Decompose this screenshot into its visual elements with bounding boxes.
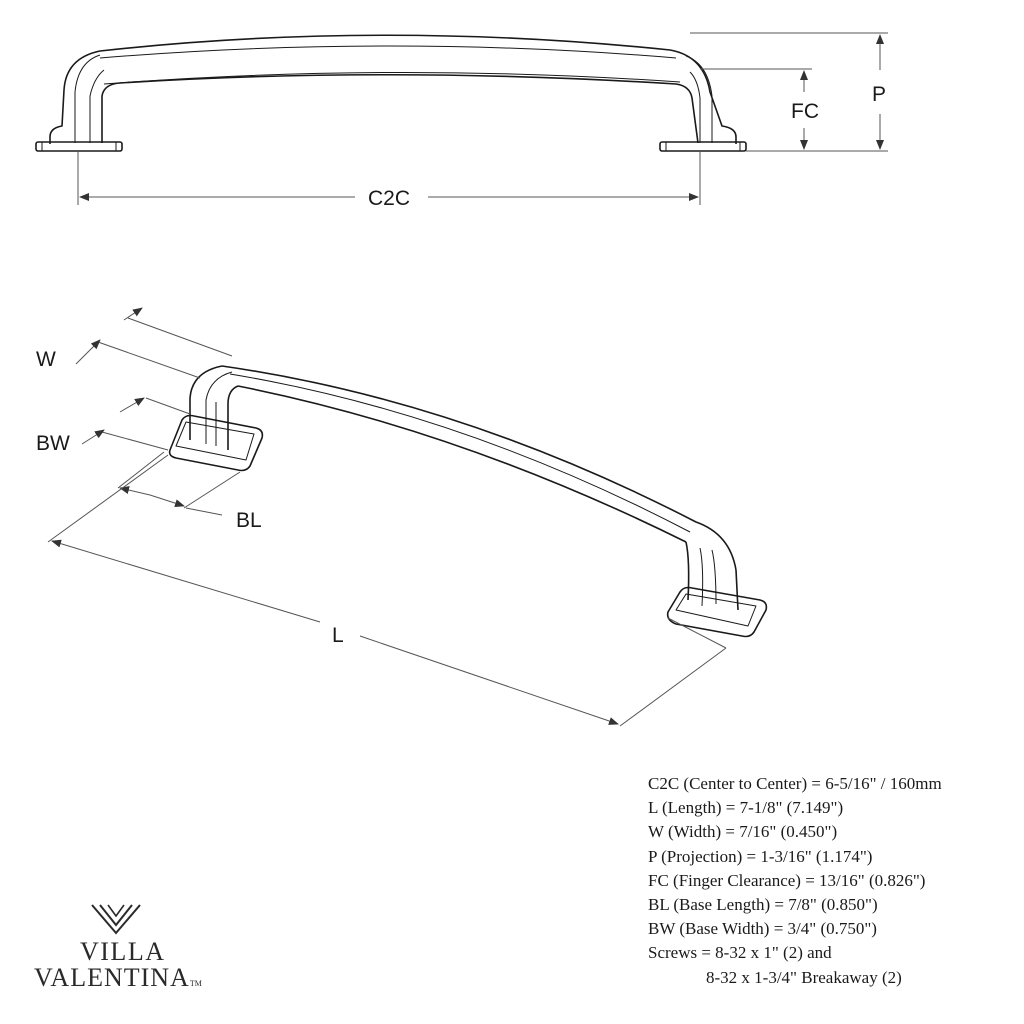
spec-projection: P (Projection) = 1-3/16" (1.174"): [648, 846, 873, 866]
isometric-dimensions: [47, 307, 727, 727]
isometric-view: [168, 365, 768, 638]
w-label: W: [36, 348, 56, 371]
bw-label: BW: [36, 432, 70, 455]
spec-screws-breakaway: 8-32 x 1-3/4" Breakaway (2): [706, 967, 902, 987]
spec-c2c: C2C (Center to Center) = 6-5/16" / 160mm: [648, 774, 942, 793]
spec-screws: Screws = 8-32 x 1" (2) and: [648, 943, 832, 963]
bl-label: BL: [236, 509, 262, 532]
side-view-dimensions: [77, 32, 888, 205]
logo-line-2-text: VALENTINA: [34, 963, 190, 992]
side-view: [35, 34, 747, 152]
specifications-list: C2C (Center to Center) = 6-5/16" / 160mm…: [648, 772, 1018, 990]
logo-line-1: VILLA: [80, 937, 166, 966]
villa-valentina-logo: VILLA VALENTINATM: [34, 903, 224, 998]
c2c-label: C2C: [368, 187, 410, 210]
fc-label: FC: [791, 100, 819, 123]
spec-finger-clearance: FC (Finger Clearance) = 13/16" (0.826"): [648, 870, 926, 890]
spec-base-width: BW (Base Width) = 3/4" (0.750"): [648, 919, 877, 939]
spec-width: W (Width) = 7/16" (0.450"): [648, 822, 838, 842]
logo-line-2: VALENTINATM: [34, 963, 202, 993]
spec-length: L (Length) = 7-1/8" (7.149"): [648, 798, 844, 818]
p-label: P: [872, 83, 886, 106]
trademark-mark: TM: [189, 979, 202, 988]
spec-base-length: BL (Base Length) = 7/8" (0.850"): [648, 895, 878, 915]
logo-chevron-icon: [91, 904, 141, 935]
handle-drawing: C2C FC P: [35, 32, 888, 727]
l-label: L: [332, 624, 344, 647]
